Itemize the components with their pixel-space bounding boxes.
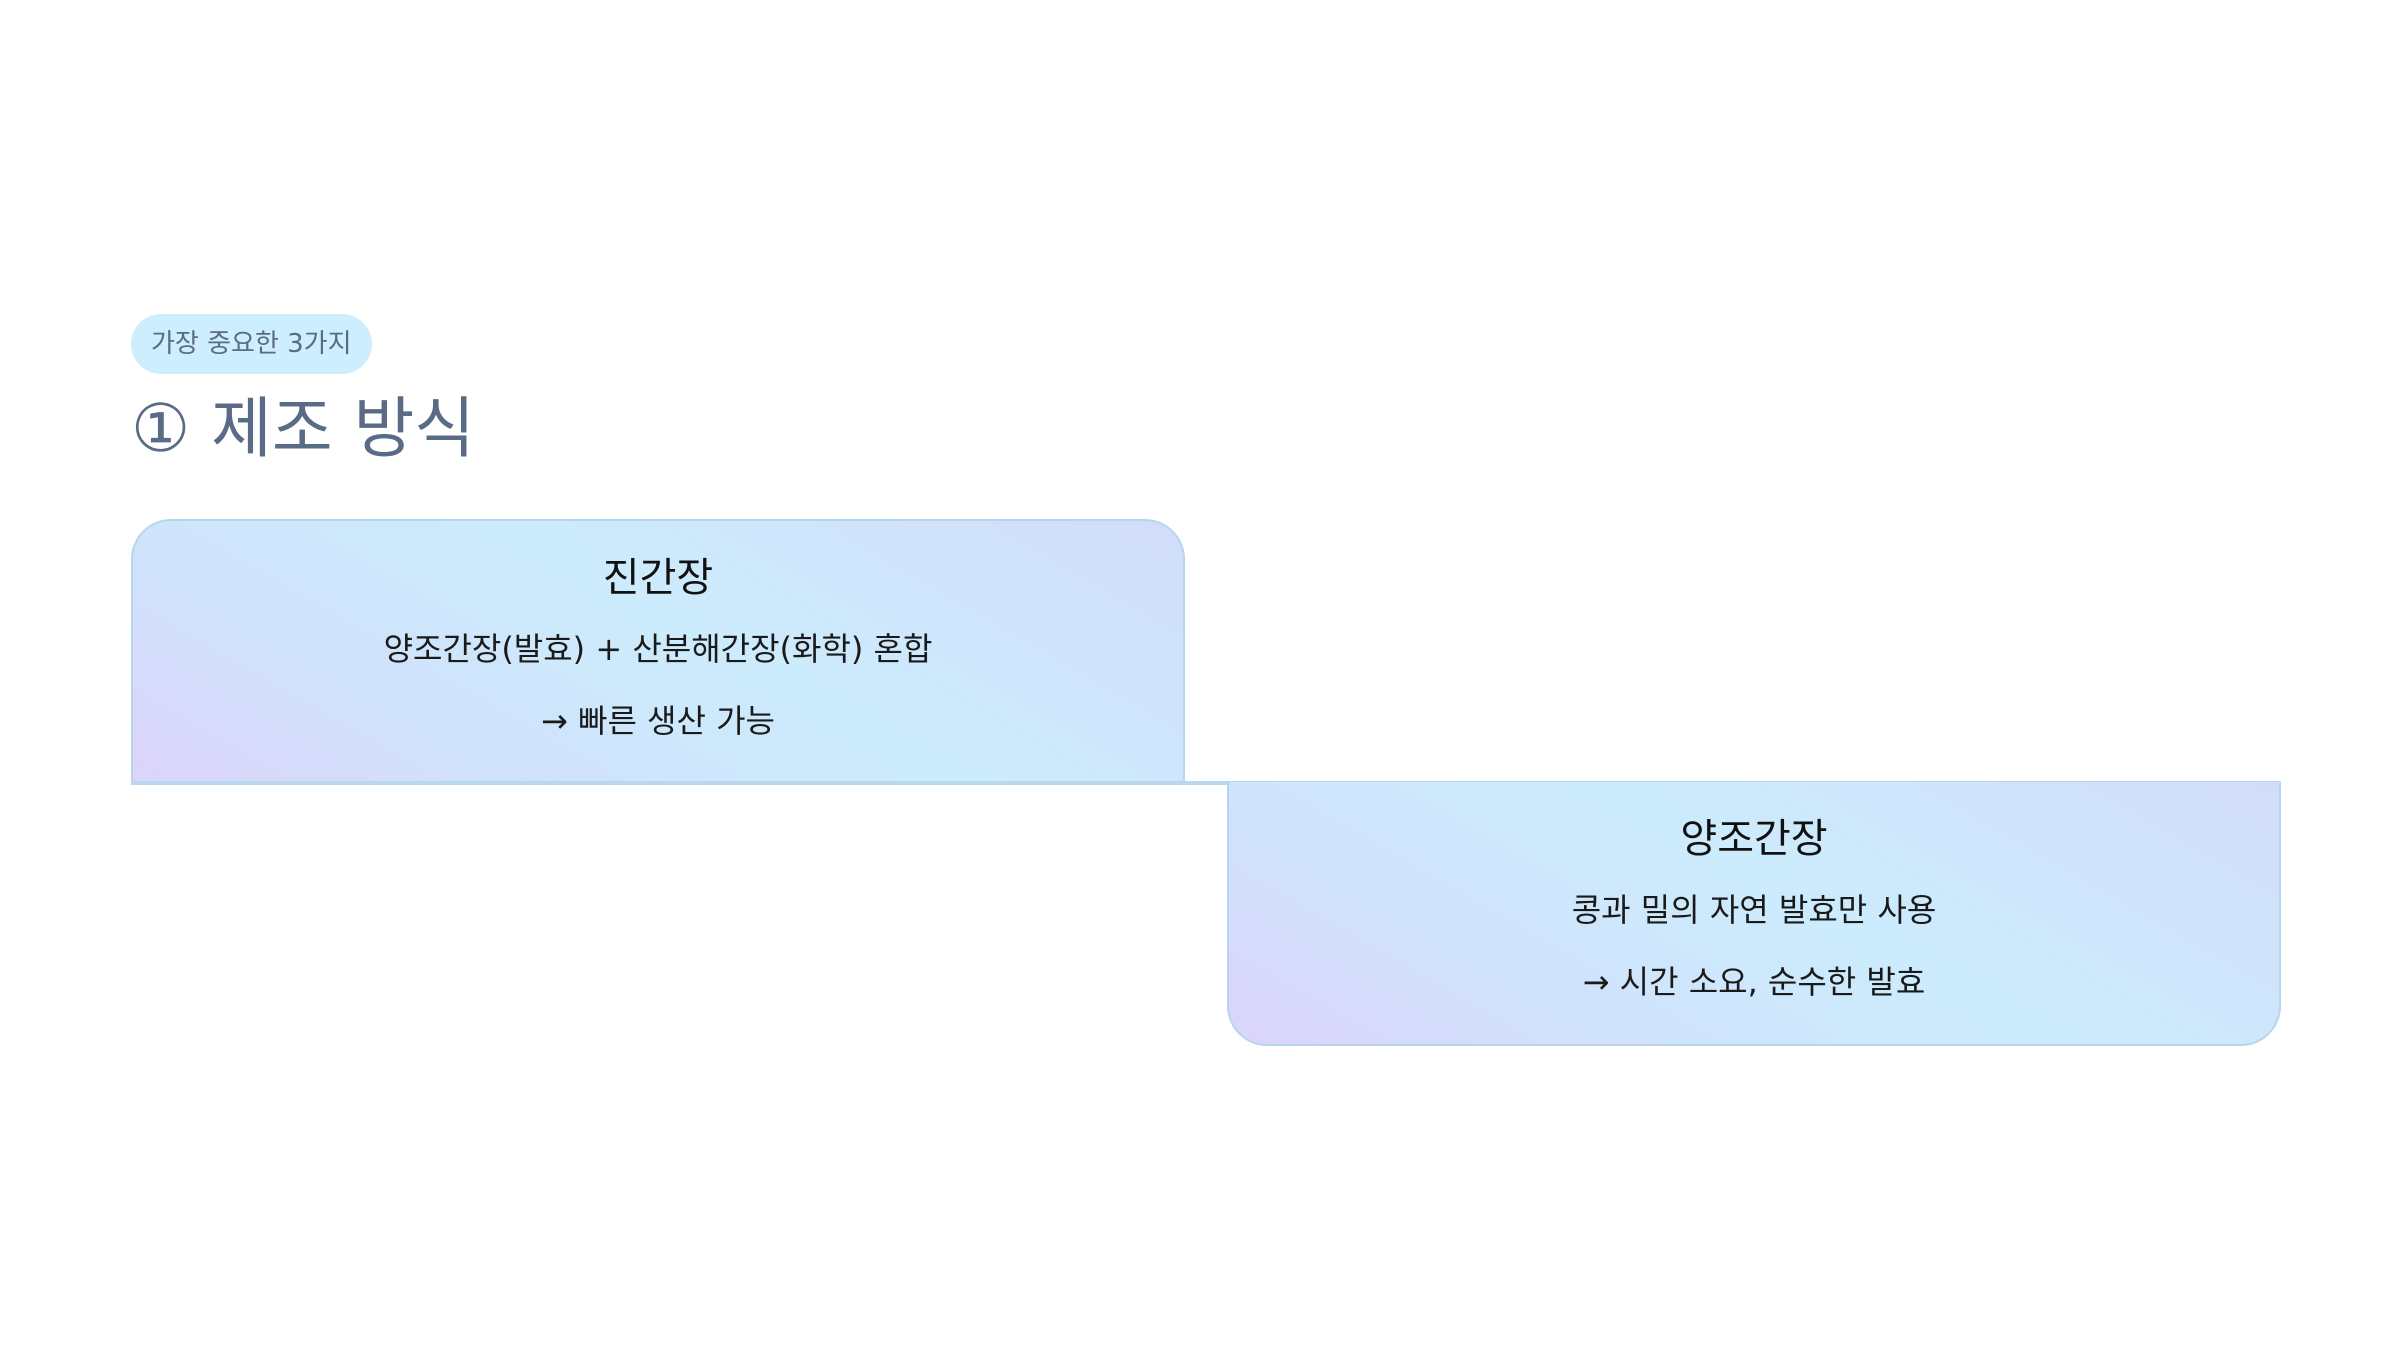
card-heading: 양조간장 (1680, 816, 1828, 862)
card-description: 양조간장(발효) + 산분해간장(화학) 혼합 (383, 630, 933, 668)
divider-line (131, 781, 2281, 785)
card-jinganjang: 진간장 양조간장(발효) + 산분해간장(화학) 혼합 → 빠른 생산 가능 (131, 519, 1185, 783)
page-title: ① 제조 방식 (131, 390, 476, 467)
card-yangjoganjang: 양조간장 콩과 밀의 자연 발효만 사용 → 시간 소요, 순수한 발효 (1227, 782, 2281, 1046)
section-tag: 가장 중요한 3가지 (131, 314, 372, 374)
card-heading: 진간장 (602, 555, 714, 601)
card-result: → 시간 소요, 순수한 발효 (1582, 963, 1926, 1001)
card-result: → 빠른 생산 가능 (541, 702, 775, 740)
card-description: 콩과 밀의 자연 발효만 사용 (1571, 891, 1937, 929)
